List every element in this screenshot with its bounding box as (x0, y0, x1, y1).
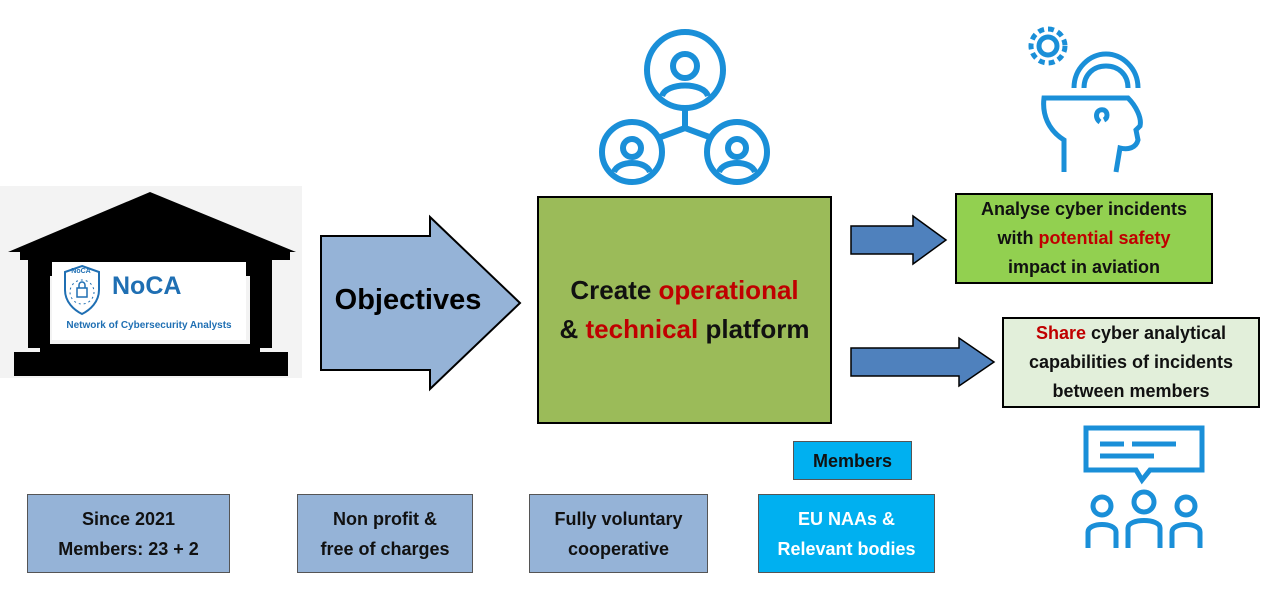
share-line-2: capabilities of incidents (1028, 352, 1234, 372)
logo-subtitle: Network of Cybersecurity Analysts (66, 320, 232, 331)
share-highlight: Share (1035, 323, 1086, 343)
eu-line-2: Relevant bodies (777, 538, 916, 559)
analyse-box: Analyse cyber incidents with potential s… (955, 193, 1213, 284)
share-line-1: Share cyber analytical (1004, 319, 1258, 348)
share-line-1-suffix: cyber analytical (1085, 323, 1227, 343)
noca-logo: NoCA NoCA Network of Cybersecurity Analy… (52, 262, 246, 340)
analyse-line-2: with potential safety (957, 224, 1211, 253)
members-label: Members (793, 441, 912, 480)
nonprofit-box: Non profit & free of charges (297, 494, 473, 573)
arrow-to-share (850, 336, 996, 388)
members-label-text: Members (812, 450, 893, 471)
since-line-2: Members: 23 + 2 (58, 538, 199, 559)
analyse-line-3: impact in aviation (1007, 257, 1161, 277)
analyse-highlight: potential safety (1038, 228, 1171, 248)
shield-icon (64, 264, 100, 316)
nonprofit-line-1: Non profit & (333, 508, 437, 529)
shield-label: NoCA (71, 268, 91, 275)
voluntary-line-2: cooperative (567, 538, 670, 559)
platform-line-2-prefix: & (559, 314, 586, 344)
eu-members-box: EU NAAs & Relevant bodies (758, 494, 935, 573)
since-line-1: Since 2021 (81, 508, 176, 529)
platform-line-1-prefix: Create (570, 275, 659, 305)
share-box: Share cyber analytical capabilities of i… (1002, 317, 1260, 408)
logo-title: NoCA (112, 272, 182, 300)
voluntary-line-1: Fully voluntary (554, 508, 683, 529)
platform-line-1: Create operational (570, 271, 798, 310)
since-box: Since 2021 Members: 23 + 2 (27, 494, 230, 573)
platform-highlight-operational: operational (658, 275, 799, 305)
objectives-label: Objectives (334, 284, 482, 316)
network-people-icon (599, 29, 770, 185)
objectives-arrow (320, 214, 522, 392)
eu-line-1: EU NAAs & (797, 508, 895, 529)
building-icon (8, 192, 296, 376)
share-line-3: between members (1052, 381, 1210, 401)
head-gears-icon (1028, 26, 1143, 173)
platform-line-2-suffix: platform (698, 314, 810, 344)
arrow-to-analyse (850, 214, 948, 266)
voluntary-box: Fully voluntary cooperative (529, 494, 708, 573)
platform-box: Create operational & technical platform (537, 196, 832, 424)
platform-highlight-technical: technical (585, 314, 699, 344)
platform-line-2: & technical platform (560, 310, 810, 349)
analyse-line-2-prefix: with (997, 228, 1039, 248)
analyse-line-1: Analyse cyber incidents (980, 199, 1188, 219)
nonprofit-line-2: free of charges (320, 538, 450, 559)
chat-people-icon (1083, 425, 1205, 548)
